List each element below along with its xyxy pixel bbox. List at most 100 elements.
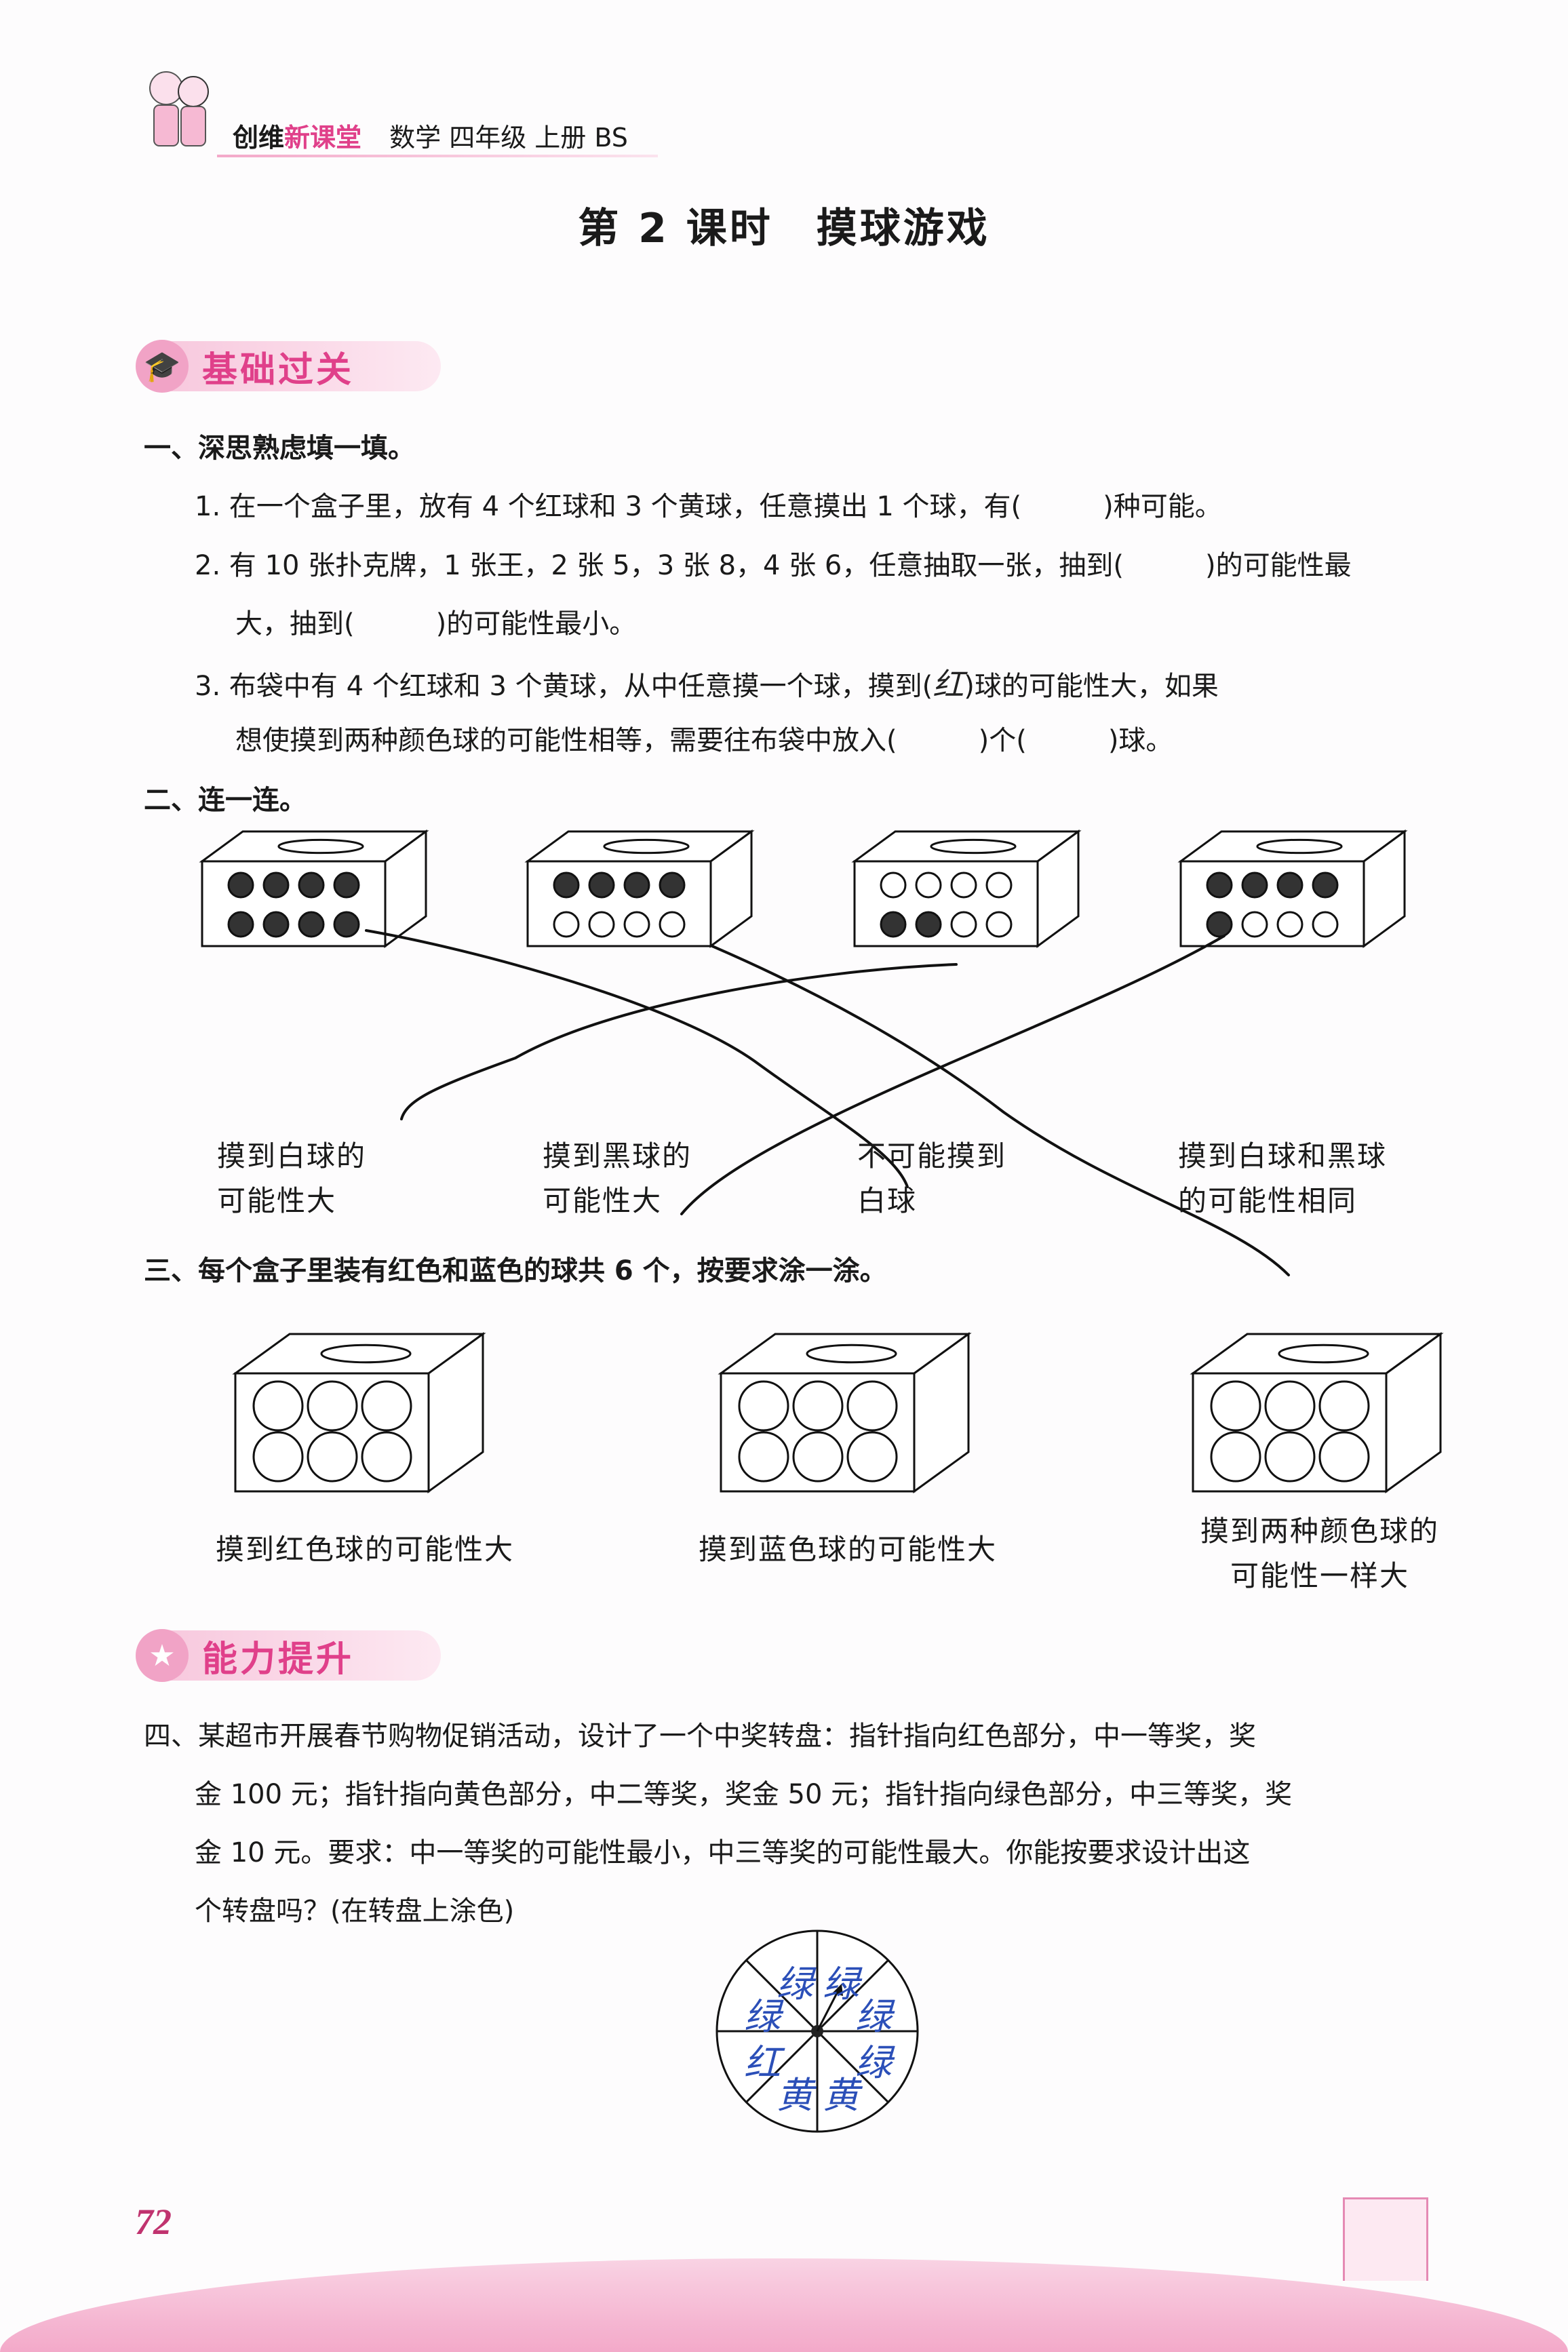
pointer-arrow-icon — [832, 1984, 843, 1996]
white-ball — [950, 871, 977, 899]
page-title: 第 2 课时 摸球游戏 — [578, 205, 990, 252]
handwritten-match-line — [400, 963, 958, 1120]
question-1: 1. 在一个盒子里，放有 4 个红球和 3 个黄球，任意摸出 1 个球，有( )… — [195, 491, 1222, 522]
paint-label-3: 摸到两种颜色球的可能性一样大 — [1116, 1509, 1523, 1599]
header-subject: 数学 四年级 上册 BS — [389, 123, 628, 153]
black-ball — [880, 911, 907, 938]
match-label-4: 摸到白球和黑球的可能性相同 — [1178, 1134, 1387, 1223]
spinner-handwritten-label: 绿 — [822, 1962, 859, 2005]
ball-box-3-opening — [930, 838, 1017, 855]
ball-box-1-opening — [277, 838, 364, 855]
black-ball — [553, 871, 580, 899]
empty-ball — [792, 1380, 844, 1432]
empty-ball — [846, 1380, 898, 1432]
ball-box-3-front — [853, 860, 1039, 947]
ball-box-1-front — [201, 860, 387, 947]
question-3-line2: 想使摸到两种颜色球的可能性相等，需要往布袋中放入( )个( )球。 — [235, 725, 1173, 756]
match-label-line: 白球 — [857, 1184, 918, 1217]
white-ball — [588, 911, 615, 938]
empty-ball — [307, 1380, 358, 1432]
match-label-line: 摸到黑球的 — [543, 1139, 692, 1173]
black-ball — [333, 871, 360, 899]
match-label-line: 摸到白球和黑球 — [1178, 1139, 1388, 1173]
white-ball — [623, 911, 650, 938]
paint-box-1-opening — [320, 1344, 412, 1364]
part1-heading: 一、深思熟虑填一填。 — [144, 433, 415, 464]
match-label-line: 的可能性相同 — [1178, 1184, 1358, 1217]
question-3-line1: 3. 布袋中有 4 个红球和 3 个黄球，从中任意摸一个球，摸到(红)球的可能性… — [195, 660, 1219, 705]
spinner-pointer — [816, 1988, 840, 2032]
brand-black: 创维 — [233, 123, 285, 153]
black-ball — [262, 871, 290, 899]
black-ball — [588, 871, 615, 899]
paint-label-line: 摸到红色球的可能性大 — [215, 1533, 514, 1566]
section-badge-basic: 🎓 基础过关 — [136, 340, 441, 393]
match-label-line: 可能性大 — [543, 1184, 663, 1217]
white-ball — [1276, 911, 1304, 938]
empty-ball — [1264, 1380, 1316, 1432]
part3-heading: 三、每个盒子里装有红色和蓝色的球共 6 个，按要求涂一涂。 — [144, 1255, 887, 1287]
question-2-line1: 2. 有 10 张扑克牌，1 张王，2 张 5，3 张 8，4 张 6，任意抽取… — [195, 550, 1352, 581]
q3-text-pre: 3. 布袋中有 4 个红球和 3 个黄球，从中任意摸一个球，摸到( — [195, 671, 933, 702]
black-ball — [227, 871, 254, 899]
ball-box-4-front — [1179, 860, 1365, 947]
brand-pink: 新课堂 — [284, 123, 362, 153]
empty-ball — [846, 1431, 898, 1483]
q3-text-post: )球的可能性大，如果 — [964, 671, 1219, 702]
empty-ball — [1318, 1431, 1370, 1483]
black-ball — [1241, 871, 1268, 899]
match-label-2: 摸到黑球的可能性大 — [543, 1134, 692, 1223]
part4-line2: 金 100 元；指针指向黄色部分，中二等奖，奖金 50 元；指针指向绿色部分，中… — [195, 1779, 1293, 1810]
part4-line1: 四、某超市开展春节购物促销活动，设计了一个中奖转盘：指针指向红色部分，中一等奖，… — [144, 1721, 1256, 1752]
black-ball — [1312, 871, 1339, 899]
empty-ball — [361, 1431, 412, 1483]
graduation-cap-icon: 🎓 — [136, 340, 189, 393]
black-ball — [1276, 871, 1304, 899]
match-label-3: 不可能摸到白球 — [857, 1134, 1006, 1223]
header-underline — [217, 155, 658, 157]
empty-ball — [1318, 1380, 1370, 1432]
handwritten-match-line — [365, 929, 909, 1188]
empty-ball — [1210, 1380, 1261, 1432]
empty-ball — [252, 1431, 304, 1483]
part4-line4: 个转盘吗？(在转盘上涂色) — [195, 1896, 515, 1927]
ball-box-2-front — [526, 860, 712, 947]
black-ball — [333, 911, 360, 938]
paint-label-1: 摸到红色球的可能性大 — [161, 1527, 568, 1572]
match-label-line: 不可能摸到 — [857, 1139, 1007, 1173]
castle-illustration — [1343, 2197, 1428, 2281]
handwritten-match-line — [680, 935, 1226, 1215]
white-ball — [659, 911, 686, 938]
spinner-handwritten-label: 绿 — [855, 2041, 893, 2084]
trophy-icon: ★ — [136, 1629, 189, 1682]
black-ball — [298, 871, 325, 899]
ball-box-2-opening — [603, 838, 690, 855]
part2-heading: 二、连一连。 — [144, 785, 307, 816]
white-ball — [985, 911, 1013, 938]
white-ball — [1312, 911, 1339, 938]
match-label-line: 可能性大 — [217, 1184, 337, 1217]
paint-label-line: 可能性一样大 — [1230, 1559, 1409, 1592]
mascot-illustration — [139, 64, 220, 159]
empty-ball — [307, 1431, 358, 1483]
empty-ball — [1264, 1431, 1316, 1483]
spinner-handwritten-label: 黄 — [777, 2074, 814, 2117]
section-badge-label: 基础过关 — [202, 349, 355, 391]
black-ball — [262, 911, 290, 938]
ball-box-4-opening — [1256, 838, 1343, 855]
black-ball — [1206, 911, 1233, 938]
white-ball — [950, 911, 977, 938]
question-2-line2: 大，抽到( )的可能性最小。 — [235, 608, 637, 640]
handwritten-match-line — [711, 945, 1290, 1276]
black-ball — [298, 911, 325, 938]
paint-label-line: 摸到两种颜色球的 — [1200, 1514, 1439, 1548]
spinner-handwritten-label: 红 — [743, 2041, 781, 2084]
match-label-line: 摸到白球的 — [217, 1139, 367, 1173]
empty-ball — [1210, 1431, 1261, 1483]
q3-handwritten-answer: 红 — [933, 666, 964, 703]
empty-ball — [738, 1431, 789, 1483]
spinner-handwritten-label: 绿 — [777, 1962, 814, 2005]
empty-ball — [361, 1380, 412, 1432]
section-badge-advanced: ★ 能力提升 — [136, 1629, 441, 1682]
